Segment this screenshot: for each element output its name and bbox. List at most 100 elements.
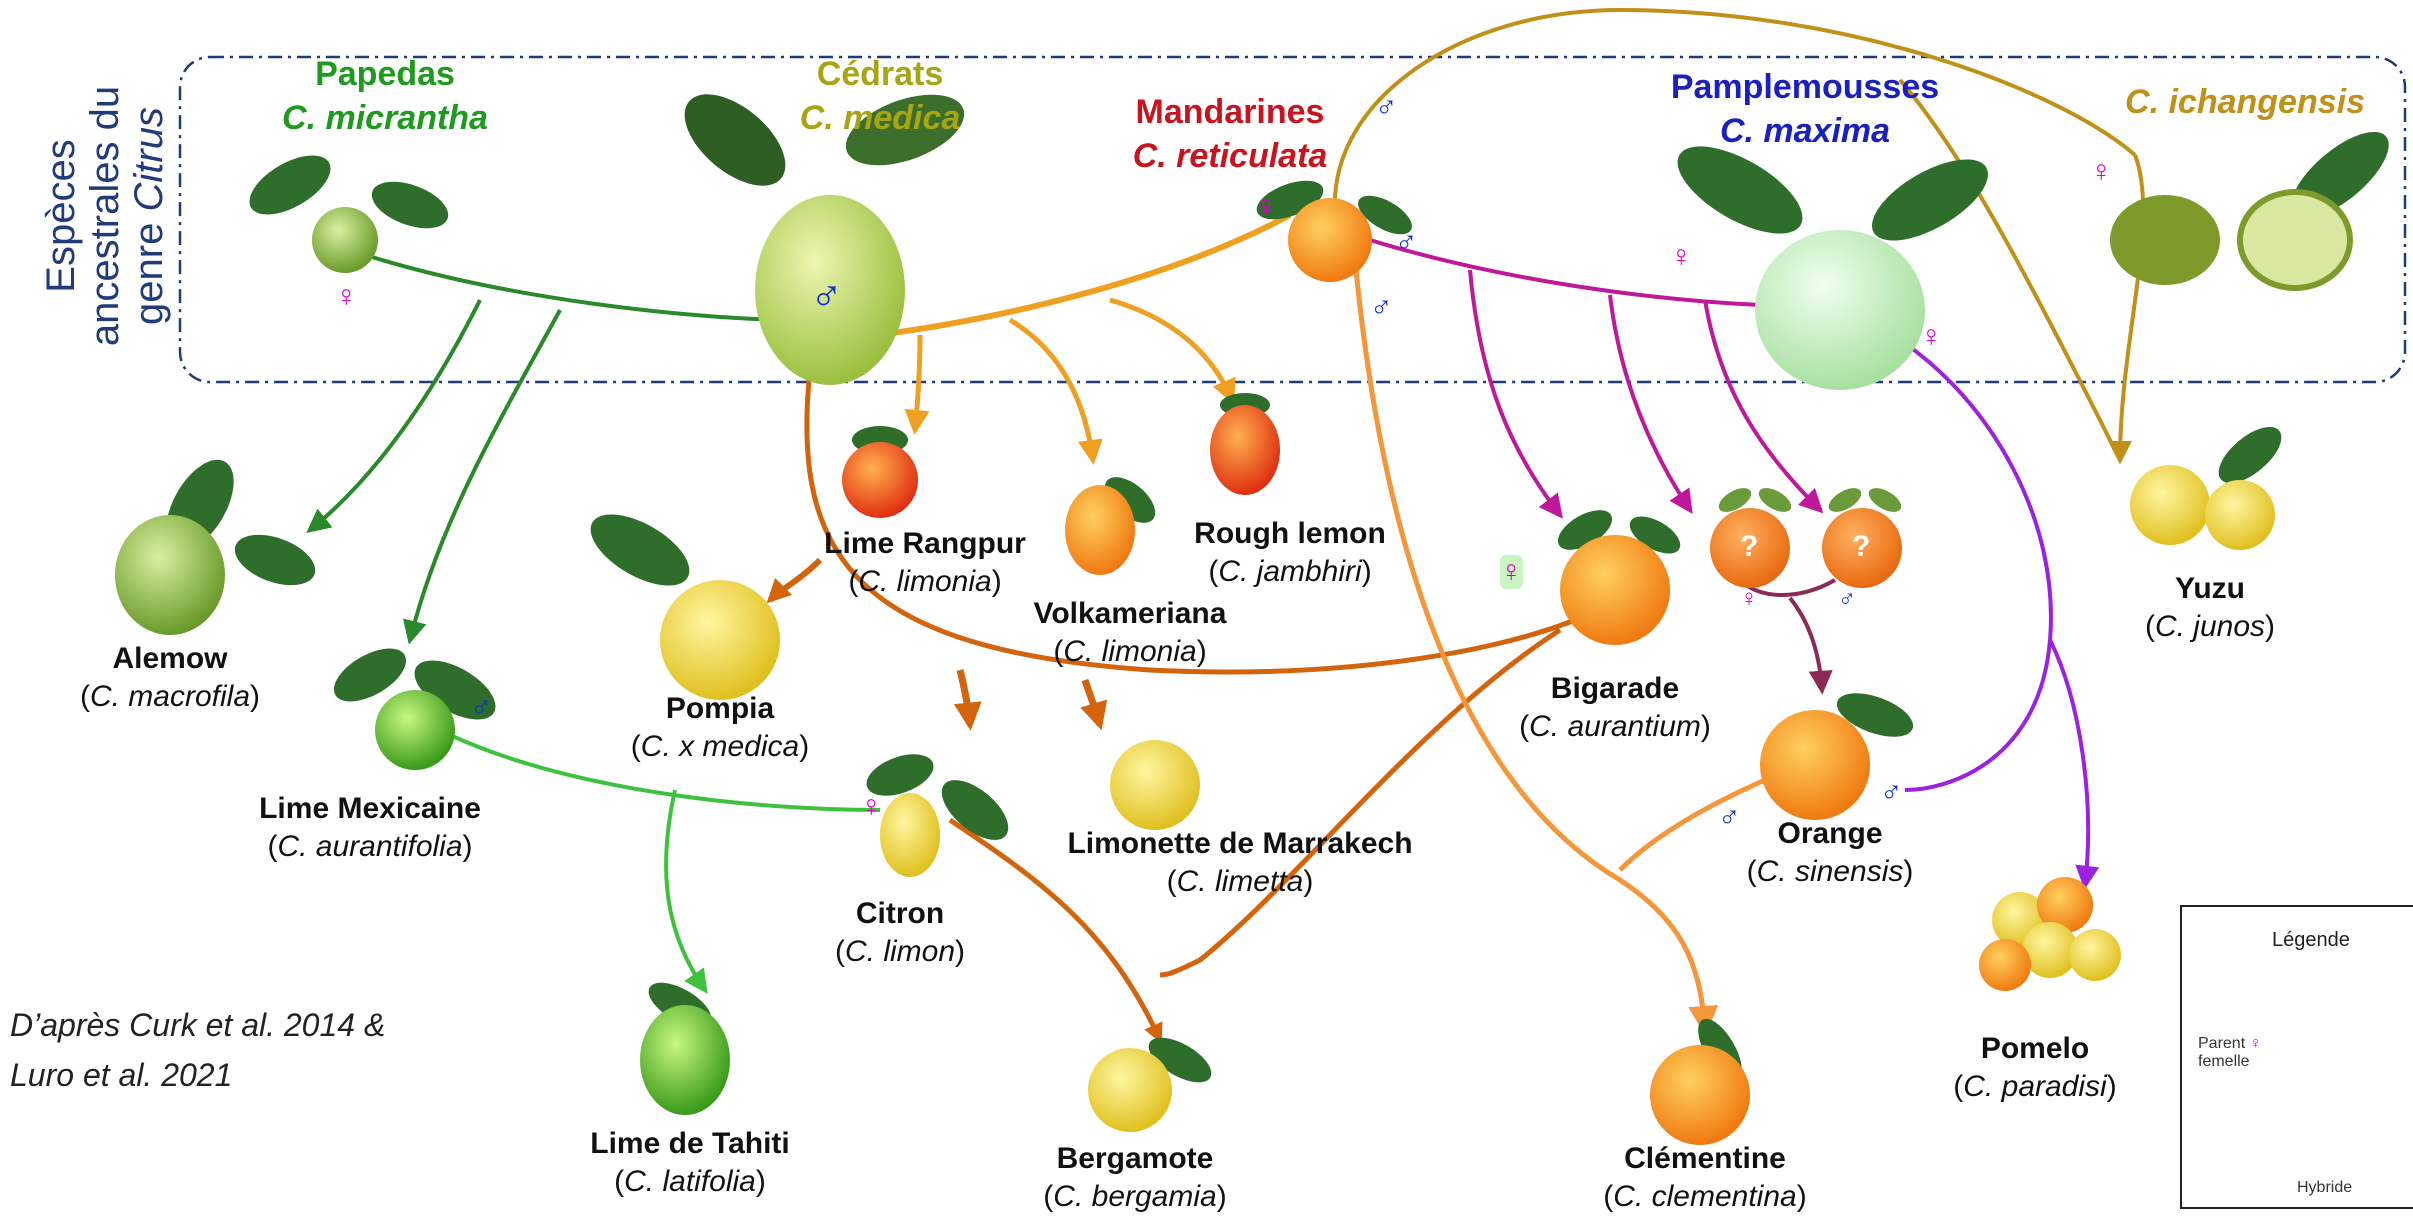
legend-parent-line1: Parent bbox=[2198, 1035, 2245, 1052]
label-pompia: Pompia (C. x medica) bbox=[600, 690, 840, 766]
label-bigarade: Bigarade (C. aurantium) bbox=[1500, 670, 1730, 746]
fruit-clementine bbox=[1650, 1012, 1750, 1145]
arrow-to-alemow bbox=[310, 300, 480, 530]
ichangensis-sci: C. ichangensis bbox=[2110, 80, 2380, 124]
bergamote-name: Bergamote bbox=[1020, 1140, 1250, 1178]
bigarade-name: Bigarade bbox=[1500, 670, 1730, 708]
rough-lemon-name: Rough lemon bbox=[1180, 515, 1400, 553]
credit-line2: Luro et al. 2021 bbox=[10, 1057, 232, 1093]
lime-mexicaine-name: Lime Mexicaine bbox=[220, 790, 520, 828]
legend-parent-label: Parent ♀ femelle bbox=[2198, 1035, 2262, 1071]
label-lime-mexicaine: Lime Mexicaine (C. aurantifolia) bbox=[220, 790, 520, 866]
female-symbol: ♀ bbox=[1920, 320, 1943, 354]
lime-tahiti-sci: C. latifolia bbox=[624, 1165, 756, 1198]
side-title-line2: ancestrales du bbox=[83, 86, 127, 346]
male-symbol: ♂ bbox=[1375, 90, 1398, 124]
line-mandarine-pamplemousse bbox=[1370, 240, 1760, 305]
volkameriana-name: Volkameriana bbox=[1020, 595, 1240, 633]
fruit-pamplemousse bbox=[1664, 129, 2000, 390]
unknown-marker-2: ? bbox=[1852, 530, 1870, 564]
clementine-name: Clémentine bbox=[1580, 1140, 1830, 1178]
label-yuzu: Yuzu (C. junos) bbox=[2140, 570, 2280, 646]
fruit-pompia bbox=[579, 500, 780, 700]
alemow-name: Alemow bbox=[60, 640, 280, 678]
alemow-sci: C. macrofila bbox=[90, 680, 250, 713]
orange-sci: C. sinensis bbox=[1757, 855, 1904, 888]
credit-line1: D’après Curk et al. 2014 & bbox=[10, 1007, 385, 1043]
label-rough-lemon: Rough lemon (C. jambhiri) bbox=[1180, 515, 1400, 591]
arrow-to-pompia bbox=[770, 560, 820, 600]
limonette-sci: C. limetta bbox=[1177, 865, 1304, 898]
fruit-alemow bbox=[115, 449, 322, 635]
fruit-bigarade bbox=[1552, 502, 1687, 645]
lime-rangpur-sci: C. limonia bbox=[858, 565, 991, 598]
fruit-pomelo bbox=[1979, 877, 2121, 991]
female-symbol: ♀ bbox=[2090, 155, 2113, 189]
arrow-to-bigarade bbox=[1470, 270, 1560, 515]
pompia-sci: C. x medica bbox=[641, 730, 799, 763]
arrow-to-lime-mexicaine bbox=[410, 310, 560, 640]
fruit-citron bbox=[861, 746, 1019, 877]
rough-lemon-sci: C. jambhiri bbox=[1218, 555, 1361, 588]
female-symbol: ♀ bbox=[860, 790, 883, 824]
orange-name: Orange bbox=[1730, 815, 1930, 853]
fruit-bergamote bbox=[1088, 1029, 1218, 1132]
side-title-line1: Espèces bbox=[39, 139, 83, 292]
male-symbol: ♂ bbox=[810, 270, 843, 320]
arrow-to-citron bbox=[960, 670, 970, 725]
fruit-yuzu bbox=[2130, 417, 2291, 550]
pomelo-sci: C. paradisi bbox=[1963, 1070, 2106, 1103]
male-symbol: ♂ bbox=[470, 690, 493, 724]
label-lime-rangpur: Lime Rangpur (C. limonia) bbox=[815, 525, 1035, 601]
pompia-name: Pompia bbox=[600, 690, 840, 728]
label-pomelo: Pomelo (C. paradisi) bbox=[1935, 1030, 2135, 1106]
citron-sci: C. limon bbox=[845, 935, 955, 968]
female-symbol: ♀ bbox=[335, 280, 358, 314]
label-clementine: Clémentine (C. clementina) bbox=[1580, 1140, 1830, 1216]
fruit-rough-lemon bbox=[1210, 393, 1280, 495]
female-symbol: ♀ bbox=[1740, 585, 1758, 613]
mandarines-name: Mandarines bbox=[1136, 93, 1325, 131]
label-limonette: Limonette de Marrakech (C. limetta) bbox=[1050, 825, 1430, 901]
label-lime-tahiti: Lime de Tahiti (C. latifolia) bbox=[575, 1125, 805, 1201]
legend-box: Légende Parent ♀ femelle Hybride bbox=[2180, 905, 2413, 1209]
side-title-line3: genre bbox=[127, 212, 171, 325]
male-symbol: ♂ bbox=[1370, 290, 1393, 324]
arrow-to-limonette bbox=[1085, 680, 1100, 725]
line-papedas bbox=[350, 250, 800, 320]
label-bergamote: Bergamote (C. bergamia) bbox=[1020, 1140, 1250, 1216]
male-symbol: ♂ bbox=[1880, 775, 1903, 809]
arrow-to-volkameriana bbox=[1010, 320, 1093, 460]
bigarade-sci: C. aurantium bbox=[1529, 710, 1701, 743]
yuzu-name: Yuzu bbox=[2140, 570, 2280, 608]
header-pamplemousses: Pamplemousses C. maxima bbox=[1670, 65, 1940, 153]
header-cedrats: Cédrats C. medica bbox=[780, 52, 980, 140]
arrow-to-unknown-1 bbox=[1610, 295, 1690, 510]
mandarines-sci: C. reticulata bbox=[1110, 134, 1350, 178]
legend-female-symbol: ♀ bbox=[2250, 1035, 2262, 1052]
cedrats-name: Cédrats bbox=[817, 55, 944, 93]
citron-name: Citron bbox=[810, 895, 990, 933]
pamplemousses-sci: C. maxima bbox=[1670, 109, 1940, 153]
papedas-name: Papedas bbox=[315, 55, 455, 93]
yuzu-sci: C. junos bbox=[2155, 610, 2265, 643]
female-symbol: ♀ bbox=[1670, 240, 1693, 274]
arrow-to-lime-tahiti bbox=[666, 790, 705, 990]
unknown-marker-1: ? bbox=[1740, 530, 1758, 564]
arrow-to-orange bbox=[1790, 598, 1822, 690]
bergamote-sci: C. bergamia bbox=[1053, 1180, 1216, 1213]
male-symbol: ♂ bbox=[1718, 800, 1741, 834]
fruit-volkameriana bbox=[1065, 468, 1163, 575]
cedrats-sci: C. medica bbox=[780, 96, 980, 140]
label-volkameriana: Volkameriana (C. limonia) bbox=[1020, 595, 1240, 671]
fruit-papeda bbox=[240, 143, 454, 273]
side-title: Espèces ancestrales du genre Citrus bbox=[39, 66, 171, 366]
pomelo-name: Pomelo bbox=[1935, 1030, 2135, 1068]
male-symbol: ♂ bbox=[1395, 225, 1418, 259]
volkameriana-sci: C. limonia bbox=[1063, 635, 1196, 668]
female-symbol: ♀ bbox=[1255, 190, 1278, 224]
pamplemousses-name: Pamplemousses bbox=[1671, 68, 1939, 106]
header-papedas: Papedas C. micrantha bbox=[270, 52, 500, 140]
papedas-sci: C. micrantha bbox=[270, 96, 500, 140]
line-pamplemousse-orange bbox=[1900, 340, 2051, 790]
